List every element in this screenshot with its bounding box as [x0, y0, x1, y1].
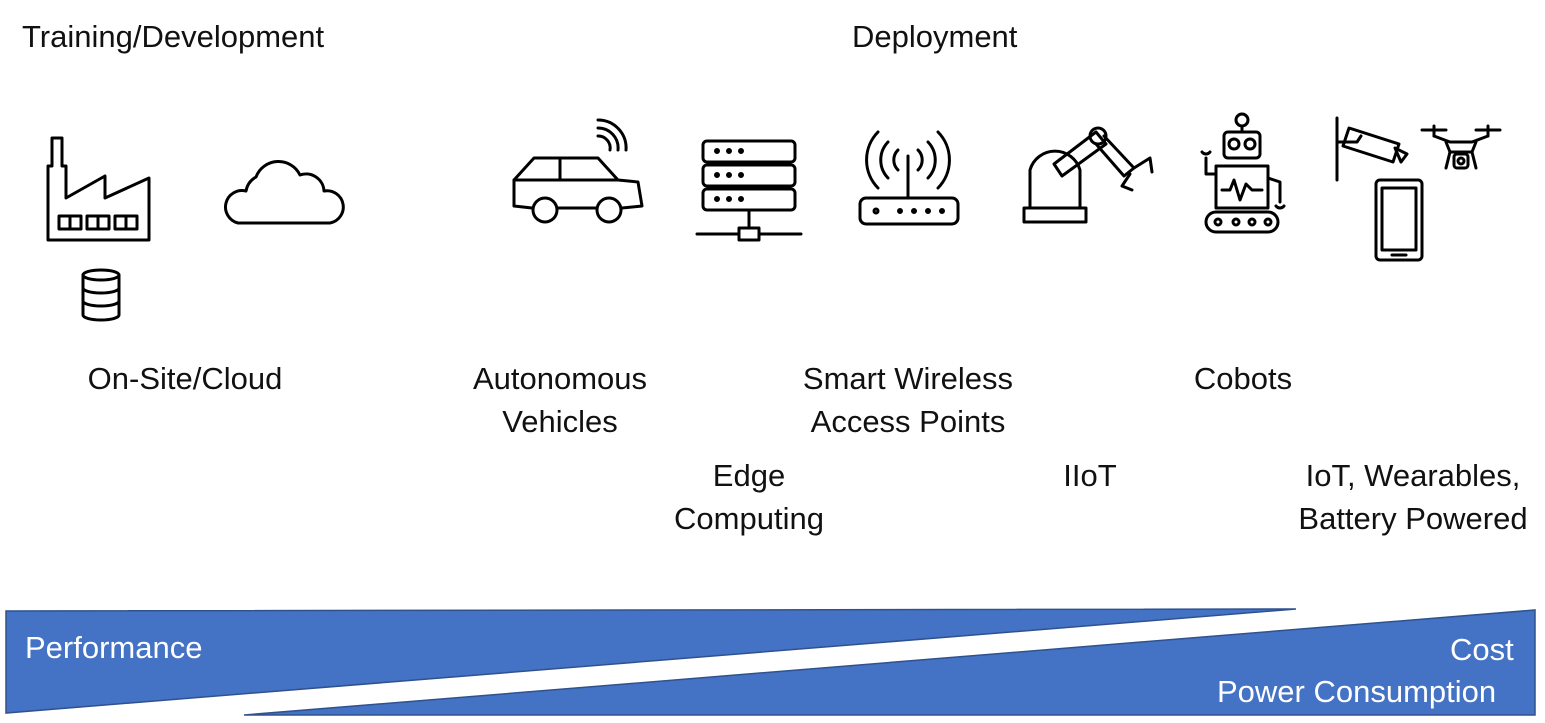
label-iiot: IIoT [1040, 454, 1140, 497]
performance-label: Performance [25, 630, 203, 665]
robot-icon [1196, 112, 1290, 238]
label-iot-wearables-line-1: IoT, Wearables, [1305, 458, 1521, 493]
label-autonomous-vehicles-line-2: Vehicles [502, 404, 618, 439]
label-autonomous-vehicles: Autonomous Vehicles [456, 357, 664, 443]
wireless-router-icon [858, 124, 962, 228]
label-cobots-line-1: Cobots [1193, 361, 1293, 396]
robotic-arm-icon [1022, 124, 1158, 228]
label-iot-wearables: IoT, Wearables, Battery Powered [1284, 454, 1542, 540]
server-rack-icon [695, 138, 805, 242]
deployment-heading: Deployment [852, 19, 1018, 54]
smartphone-icon [1374, 178, 1424, 262]
cost-power-wedge [243, 609, 1536, 716]
label-iiot-line-1: IIoT [1063, 458, 1117, 493]
power-consumption-label: Power Consumption [1217, 674, 1497, 709]
car-icon [510, 118, 644, 224]
drone-icon [1420, 124, 1502, 176]
performance-wedge [5, 608, 1297, 714]
label-edge-computing-line-2: Computing [674, 501, 824, 536]
label-edge-computing: Edge Computing [654, 454, 844, 540]
label-edge-computing-line-1: Edge [712, 458, 786, 493]
label-onsite-cloud: On-Site/Cloud [82, 357, 288, 400]
label-smart-wireless-line-1: Smart Wireless [802, 361, 1014, 396]
label-iot-wearables-line-2: Battery Powered [1298, 501, 1528, 536]
database-icon [80, 268, 122, 323]
label-cobots: Cobots [1172, 357, 1314, 400]
wifi-signal-icon [592, 118, 632, 158]
cost-label: Cost [1450, 632, 1514, 667]
security-camera-icon [1335, 116, 1409, 182]
label-autonomous-vehicles-line-1: Autonomous [472, 361, 648, 396]
cloud-icon [220, 153, 348, 225]
factory-icon [45, 136, 155, 244]
label-smart-wireless-line-2: Access Points [810, 404, 1006, 439]
training-development-heading: Training/Development [22, 19, 325, 54]
label-onsite-cloud-line-1: On-Site/Cloud [87, 361, 283, 396]
label-smart-wireless: Smart Wireless Access Points [788, 357, 1028, 443]
